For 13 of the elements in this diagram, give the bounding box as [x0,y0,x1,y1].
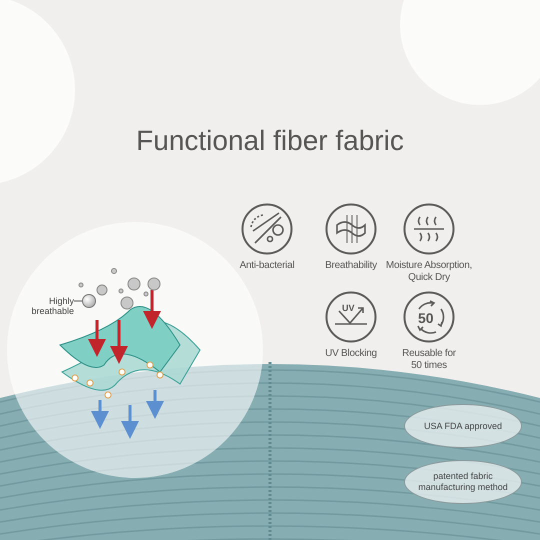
bubble [82,294,96,308]
feature-label: UV Blocking [325,348,377,360]
badge-text: USA FDA approved [424,420,502,432]
leader-line [74,300,82,302]
feature-label: Breathability [325,260,377,272]
feature-label: Moisture Absorption, Quick Dry [384,260,474,284]
callout-label: Highly breathable [30,296,74,316]
feature-label: Reusable for 50 times [401,348,457,372]
badge-text: patented fabric manufacturing method [417,471,509,493]
title: Functional fiber fabric [136,125,404,156]
icon-text: 50 [418,309,434,328]
icon-text: UV [342,302,355,315]
feature-label: Anti-bacterial [240,260,294,272]
